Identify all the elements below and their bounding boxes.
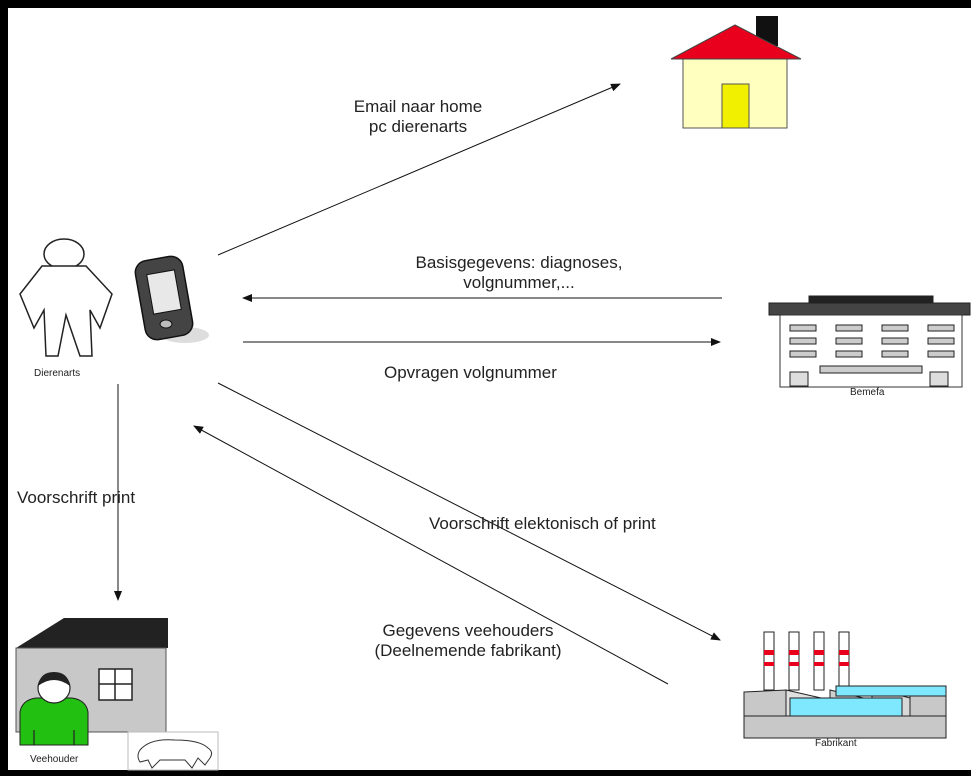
voorschrift-print-label: Voorschrift print — [17, 488, 136, 507]
email-label-line1: Email naar home — [353, 97, 483, 116]
gegevens-label-line1: Gegevens veehouders — [382, 621, 554, 640]
factory-label: Fabrikant — [815, 738, 857, 749]
farmer-label: Veehouder — [30, 754, 79, 765]
basis-label-line2: volgnummer,... — [463, 273, 575, 292]
bemefa-label: Bemefa — [850, 387, 885, 398]
farmer-person-icon — [19, 672, 89, 746]
opvragen-label: Opvragen volgnummer — [384, 363, 557, 382]
gegevens-label-line2: (Deelnemende fabrikant) — [374, 641, 562, 660]
pig-icon — [127, 731, 219, 771]
voorschrift-elek-label: Voorschrift elektonisch of print — [429, 514, 656, 533]
arrow-email-to-home — [217, 83, 621, 256]
email-label-line2: pc dierenarts — [368, 117, 468, 136]
basis-label-line1: Basisgegevens: diagnoses, — [415, 253, 623, 272]
factory-icon — [743, 631, 947, 739]
pda-device-icon — [134, 255, 209, 343]
bemefa-building-icon — [768, 295, 971, 388]
vet-label: Dierenarts — [34, 368, 81, 379]
home-house-icon — [670, 16, 802, 129]
arrow-factory-to-vet — [193, 425, 669, 685]
arrow-vet-to-factory — [217, 382, 721, 641]
diagram-frame — [8, 8, 971, 770]
vet-person-icon — [19, 238, 113, 357]
